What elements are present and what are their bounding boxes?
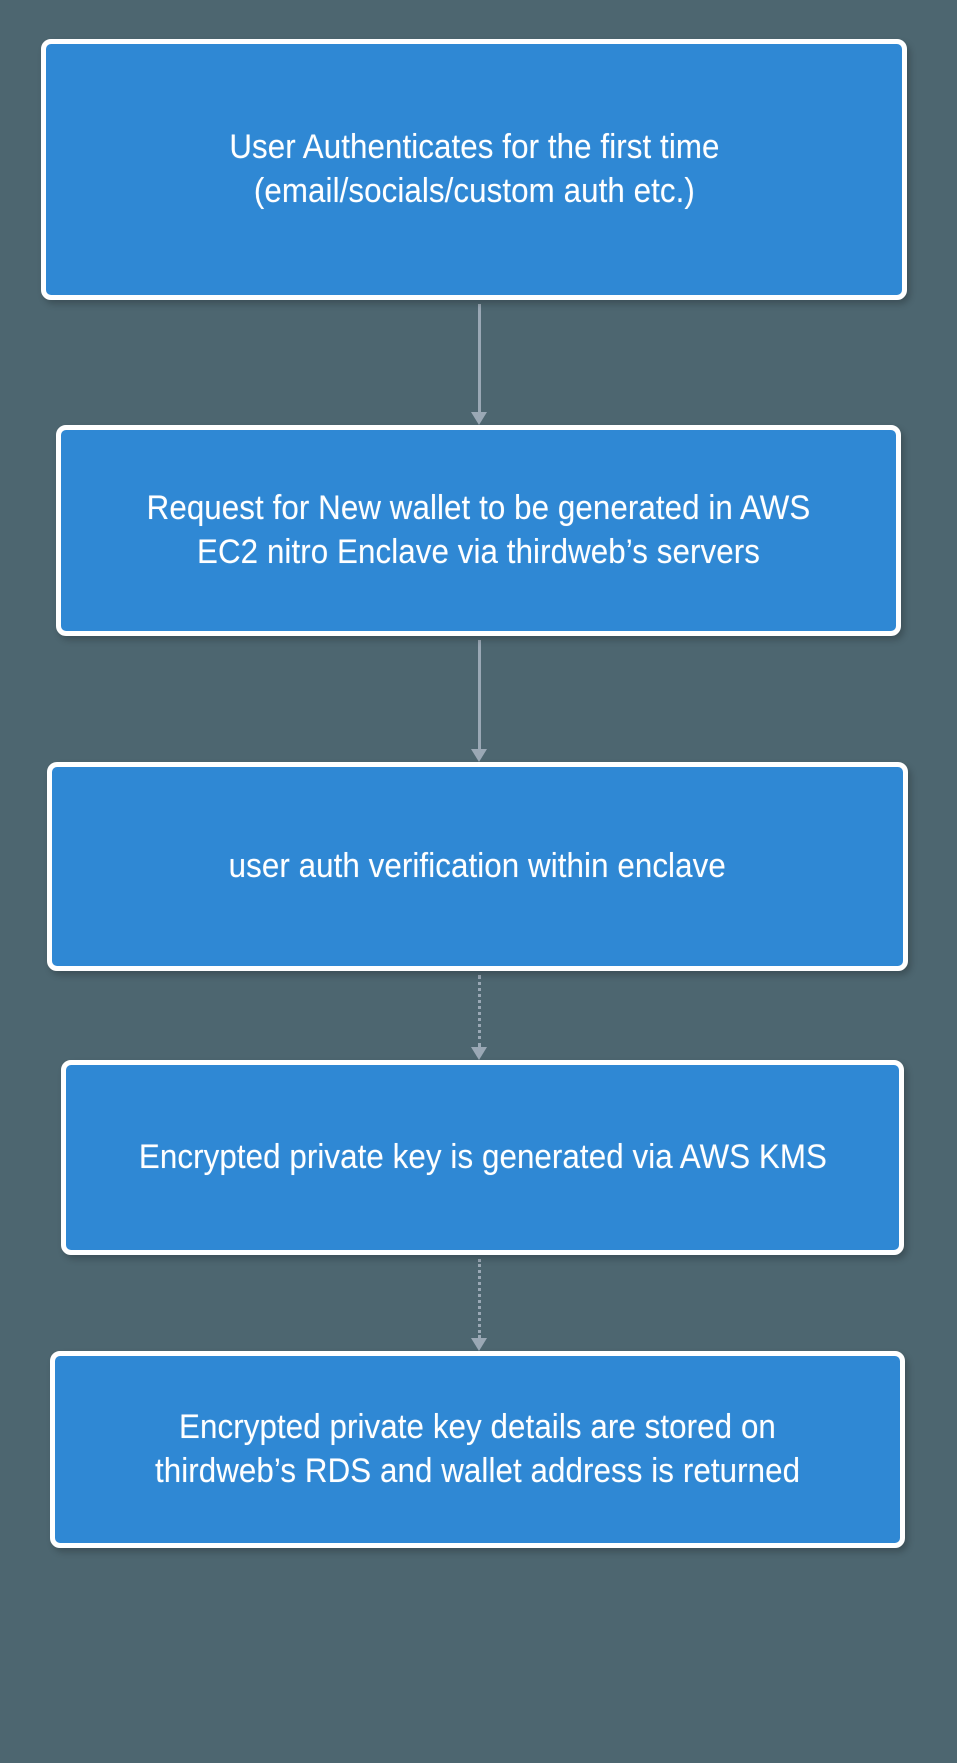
- arrowhead-icon: [471, 1047, 487, 1060]
- flow-node-key-generation[interactable]: Encrypted private key is generated via A…: [61, 1060, 904, 1255]
- edge-line: [478, 304, 481, 412]
- flow-node-label: user auth verification within enclave: [228, 846, 727, 885]
- flow-node-label: Encrypted private key is generated via A…: [138, 1137, 827, 1176]
- edge-line: [478, 640, 481, 749]
- flow-node-wallet-generation-request[interactable]: Request for New wallet to be generated i…: [56, 425, 901, 636]
- flow-node-label: Encrypted private key details are stored…: [154, 1407, 801, 1490]
- arrowhead-icon: [471, 749, 487, 762]
- arrowhead-icon: [471, 412, 487, 425]
- flow-node-label: Request for New wallet to be generated i…: [146, 488, 811, 571]
- edge-line: [478, 1259, 481, 1338]
- flow-node-user-authenticates[interactable]: User Authenticates for the first time (e…: [41, 39, 907, 300]
- flow-node-auth-verification[interactable]: user auth verification within enclave: [47, 762, 908, 971]
- edge-line: [478, 975, 481, 1047]
- flow-node-label: User Authenticates for the first time (e…: [228, 127, 720, 210]
- arrowhead-icon: [471, 1338, 487, 1351]
- flow-node-key-storage[interactable]: Encrypted private key details are stored…: [50, 1351, 905, 1548]
